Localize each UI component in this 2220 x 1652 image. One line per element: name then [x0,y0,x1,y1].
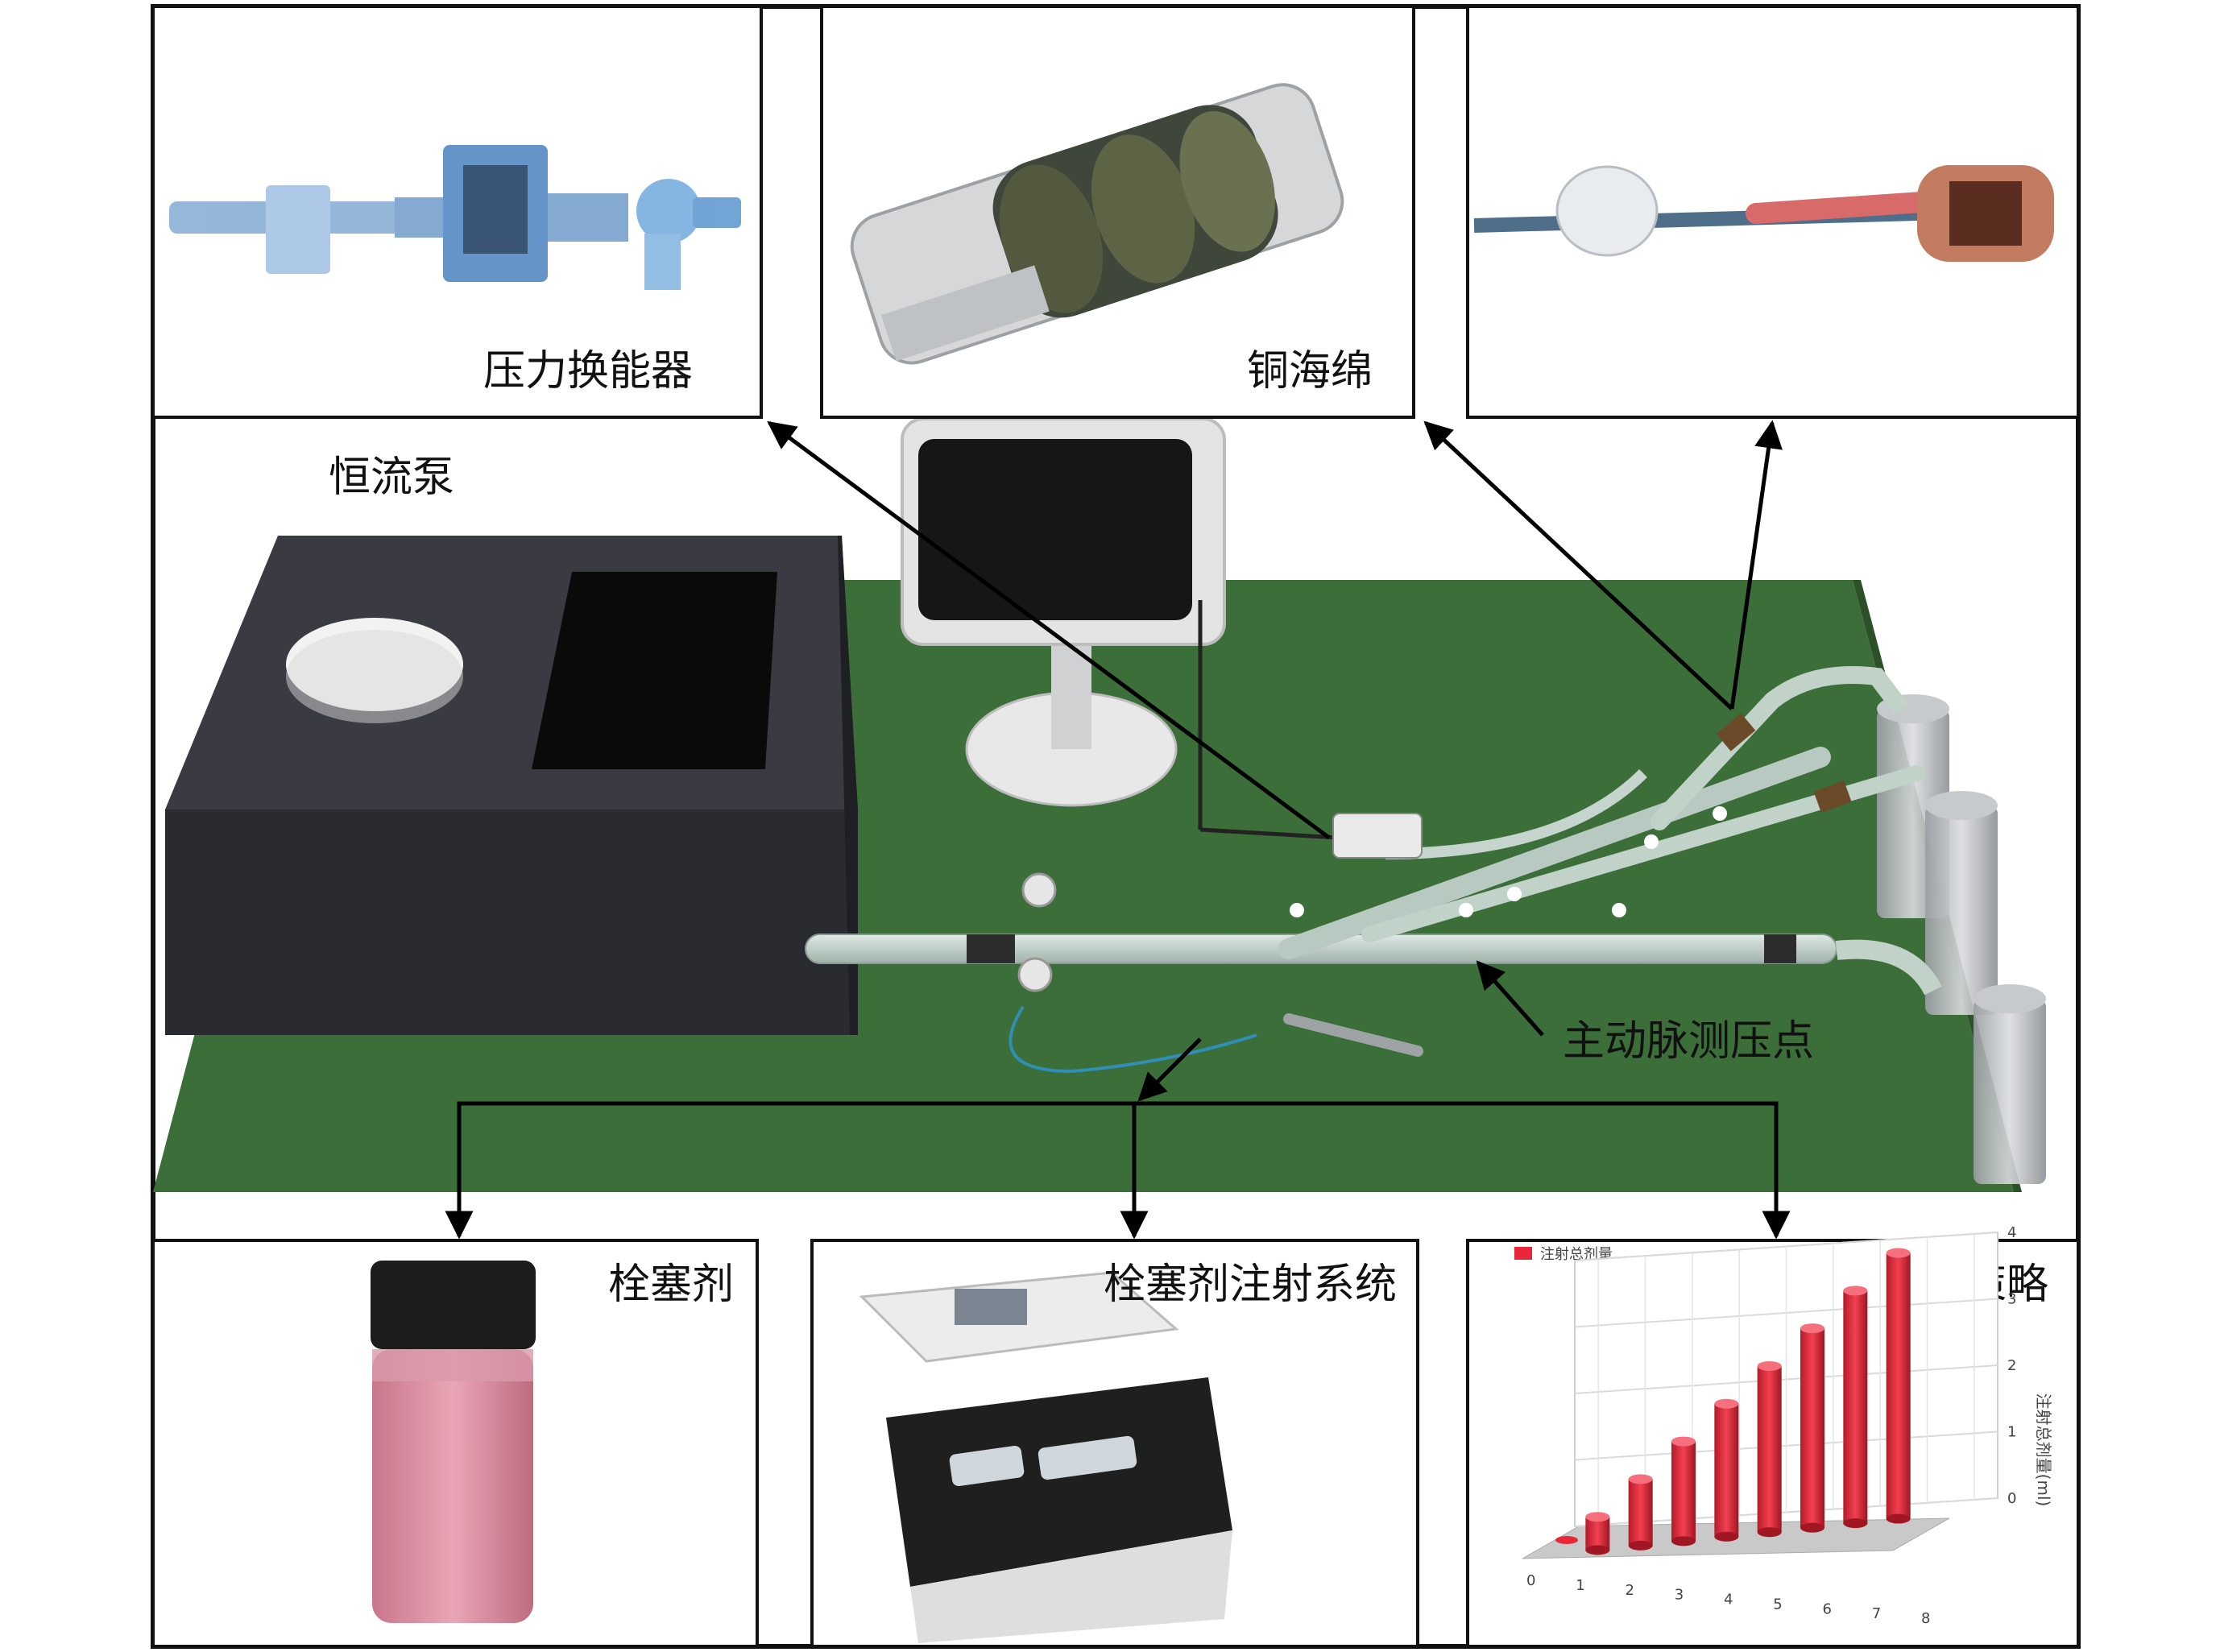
label-copper-sponge: 铜海绵 [1247,347,1373,395]
chart-bar-top [1628,1474,1653,1484]
chart-y-tick: 2 [2007,1357,2016,1374]
chart-bar-base [1628,1540,1653,1551]
outlet-reservoirs [1877,694,2046,1184]
main-scene: 恒流泵 主动脉测压点 [153,417,2046,1192]
chart-bars [1555,1248,1911,1555]
chart-bar-top [1714,1398,1739,1409]
chart-x-tick: 2 [1626,1582,1634,1599]
label-pressure-transducer: 压力换能器 [483,347,693,395]
chart-x-tick: 5 [1773,1596,1782,1613]
chart-bar-base [1800,1522,1824,1533]
chart-bar-top [1585,1512,1610,1522]
connector-arrows [445,420,1791,1240]
chart-bar-top [1800,1323,1824,1334]
chart-bar-base [1671,1536,1696,1546]
chart-x-ticks: 0 1 2 3 4 5 6 7 8 [1526,1572,1930,1627]
label-injection-system: 栓塞剂注射系统 [1104,1261,1397,1309]
chart-x-tick: 8 [1921,1610,1930,1627]
panel-copper-sponge: 铜海绵 [820,5,1415,419]
label-aortic-measuring-point: 主动脉测压点 [1563,1017,1814,1066]
chart-bar-top [1843,1286,1868,1296]
chart-bar-top [1671,1436,1696,1447]
chart-bar [1886,1252,1911,1519]
chart-bar-top [1886,1248,1911,1258]
chart-x-tick: 1 [1576,1577,1584,1594]
monitor [901,417,1338,840]
legend-swatch [1514,1247,1532,1260]
chart-y-ticks: 0 1 2 3 4 [2007,1224,2016,1507]
chart-bar [1585,1517,1610,1551]
aorta-model [805,666,1942,1074]
chart-bar-top [1757,1360,1782,1371]
chart-bar-base [1757,1527,1782,1538]
chart-x-tick: 4 [1724,1592,1733,1609]
chart-bar [1628,1479,1653,1546]
panel-pressure-transducer: 压力换能器 [151,5,763,419]
chart-bar [1714,1403,1739,1537]
panel-embolic-agent: 栓塞剂 [151,1239,759,1648]
chart-bar-zero-marker [1555,1536,1578,1544]
panel-injection-system: 栓塞剂注射系统 [810,1239,1419,1648]
label-embolic-agent: 栓塞剂 [608,1261,734,1309]
panel-sensor-photo [1466,5,2080,419]
chart-bar-base [1714,1531,1739,1542]
chart-bar-base [1843,1518,1868,1529]
chart-x-tick: 3 [1675,1587,1684,1604]
chart-bar-base [1585,1545,1610,1555]
chart-bar [1757,1365,1782,1533]
chart-y-tick: 4 [2007,1224,2016,1241]
chart-x-tick: 6 [1823,1600,1832,1617]
chart-y-tick: 3 [2007,1291,2016,1308]
chart-bar [1671,1441,1696,1542]
chart-y-label: 注射总剂量(ml) [2034,1393,2053,1507]
constant-flow-pump [165,536,858,1035]
label-constant-flow-pump: 恒流泵 [329,453,454,502]
chart-x-tick: 7 [1872,1605,1881,1622]
chart-y-tick: 1 [2007,1424,2016,1441]
chart-x-tick: 0 [1526,1572,1535,1589]
chart-bar [1800,1328,1824,1528]
chart-bar [1843,1290,1868,1524]
chart-bar-base [1886,1513,1911,1524]
chart-y-tick: 0 [2007,1490,2016,1507]
